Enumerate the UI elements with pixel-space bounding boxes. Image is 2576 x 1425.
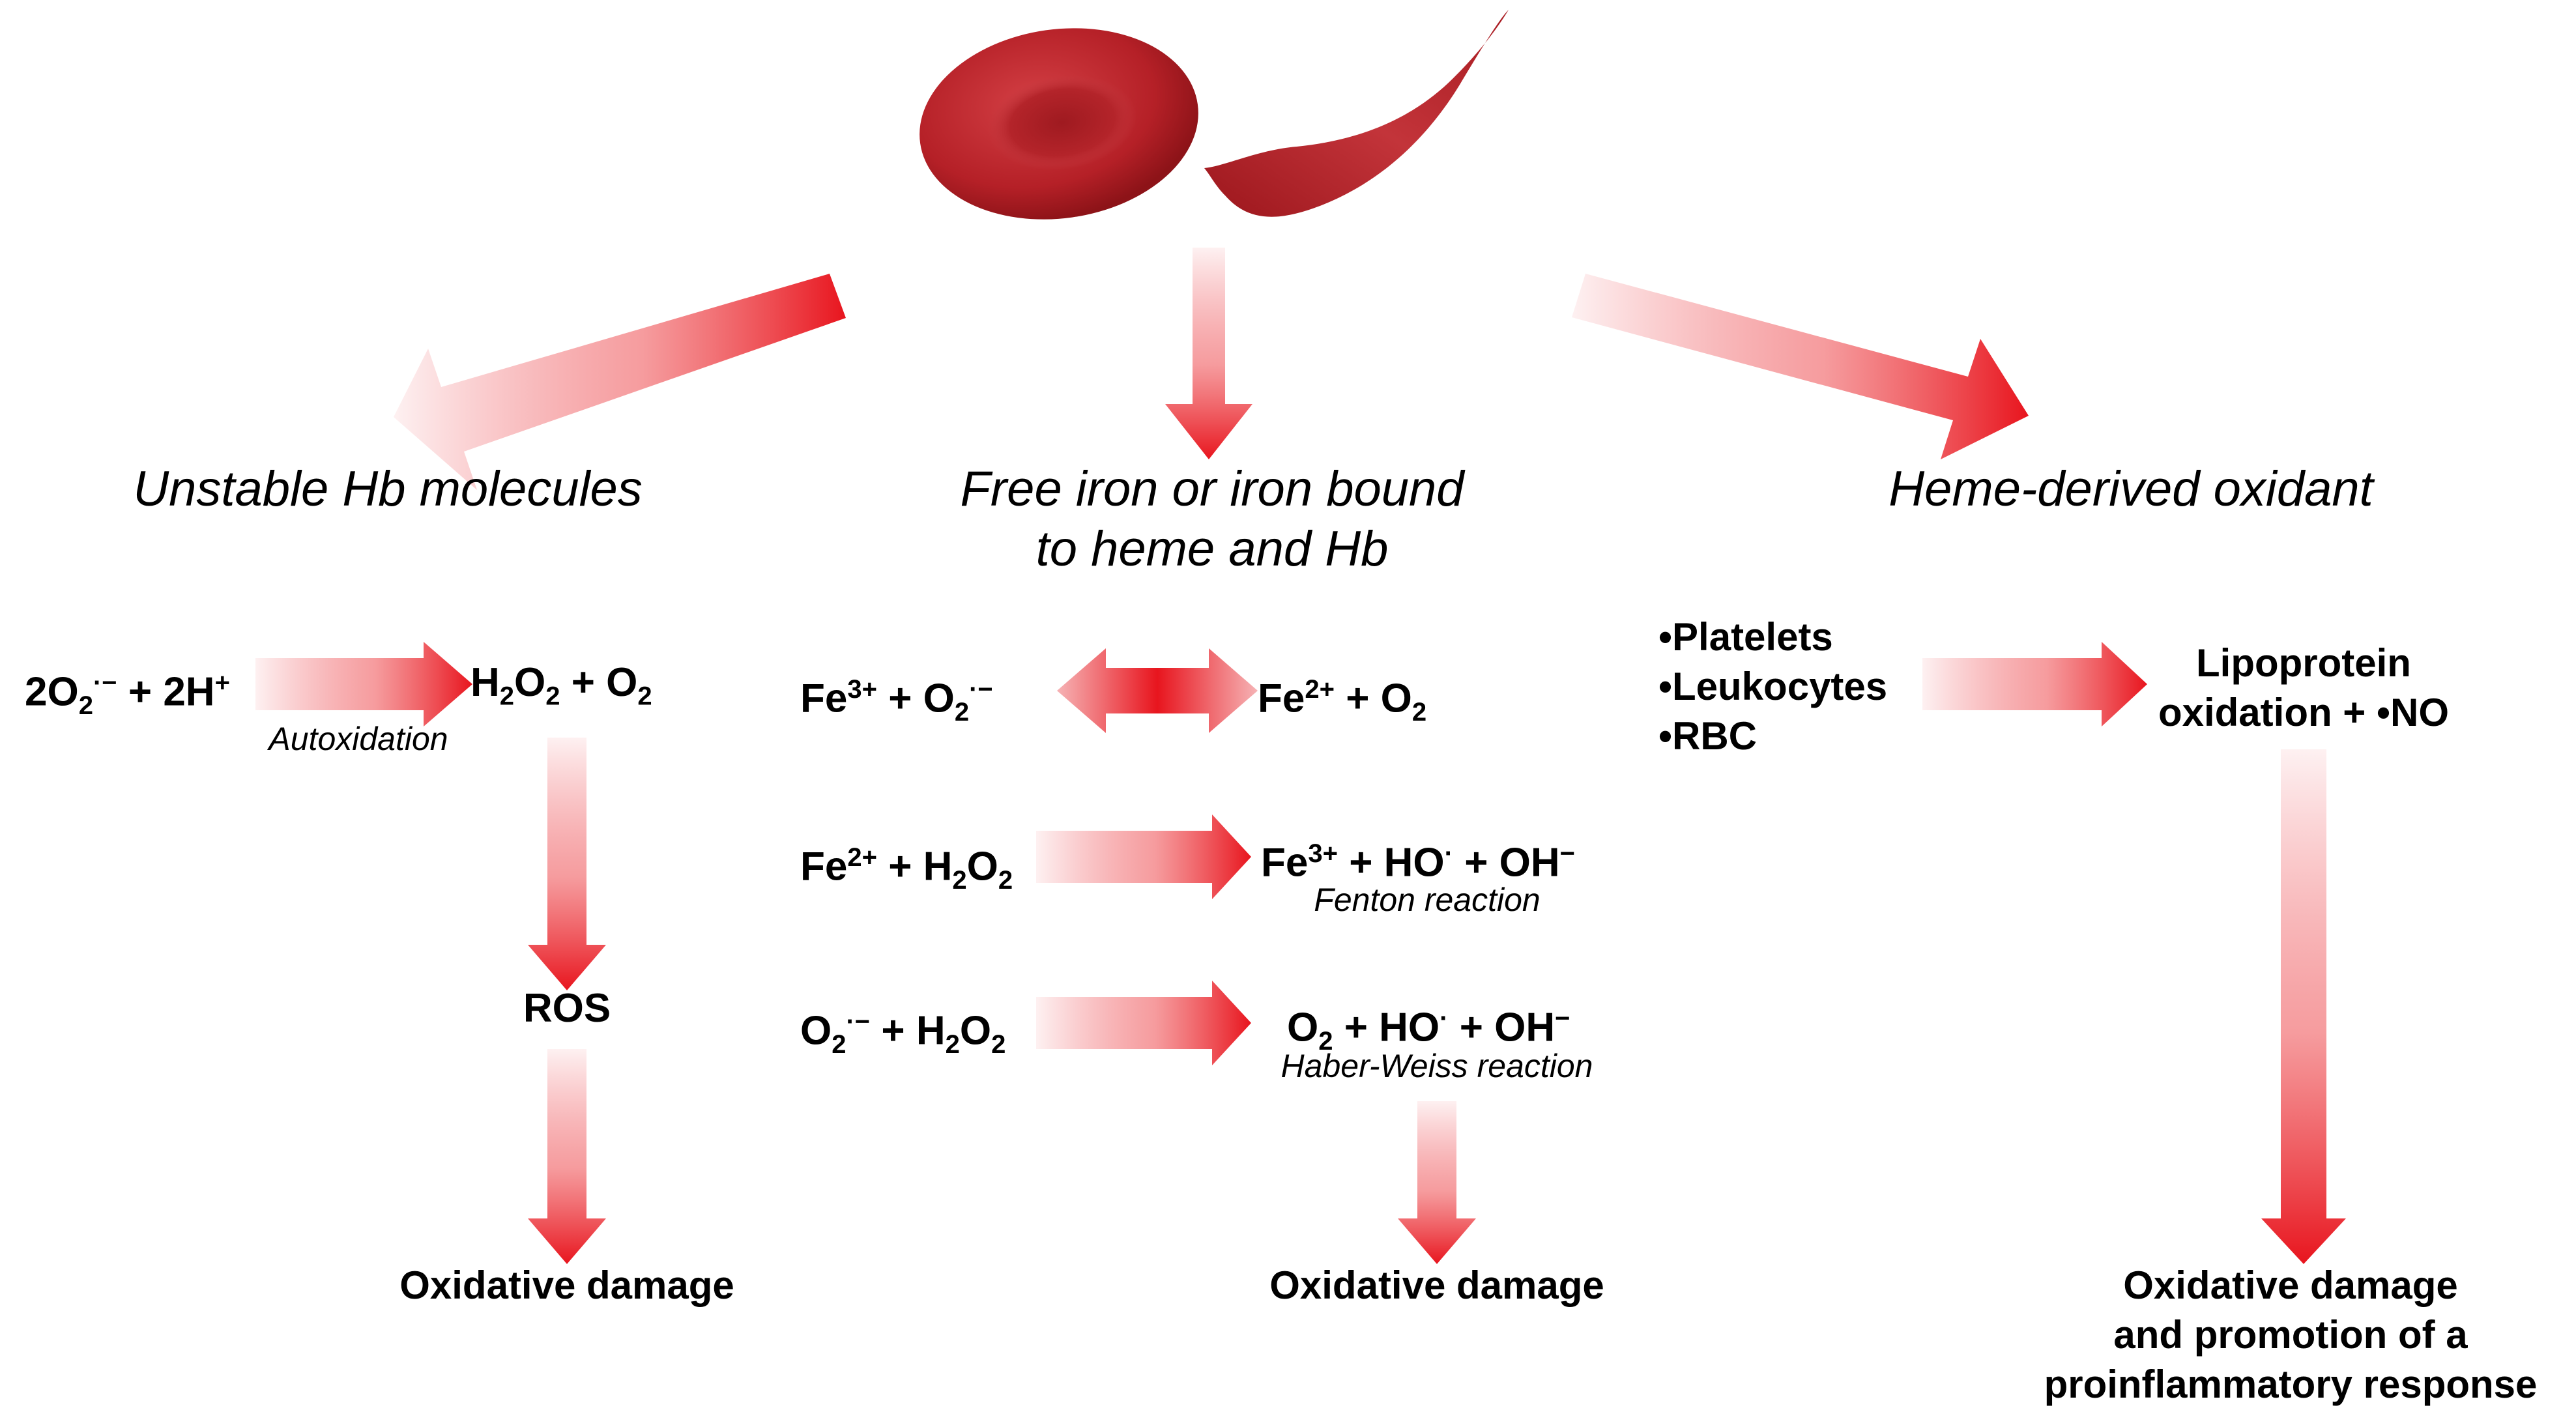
r2-right: Fe3+ + HO· + OH− xyxy=(1261,839,1575,885)
middle-outcome: Oxidative damage xyxy=(1269,1263,1604,1307)
sickle-rbc-icon xyxy=(1204,10,1509,217)
r3-left: O2·− + H2O2 xyxy=(800,1007,1006,1059)
heading-free-iron-line2: to heme and Hb xyxy=(1035,521,1389,577)
left-reactant: 2O2·− + 2H+ xyxy=(25,669,230,721)
arrow-ros-to-damage xyxy=(528,1049,606,1264)
arrow-fenton xyxy=(1036,814,1251,899)
arrow-top-left xyxy=(394,274,846,490)
right-outcome: Oxidative damage and promotion of a proi… xyxy=(2044,1263,2538,1406)
arrow-right-to-damage xyxy=(2261,749,2346,1264)
heading-free-iron: Free iron or iron bound to heme and Hb xyxy=(903,459,1522,579)
fenton-label: Fenton reaction xyxy=(1314,882,1541,918)
arrow-haber-weiss xyxy=(1036,981,1251,1065)
heading-unstable-hb: Unstable Hb molecules xyxy=(133,461,643,517)
heading-heme-oxidant: Heme-derived oxidant xyxy=(1889,461,2373,517)
heading-free-iron-line1: Free iron or iron bound xyxy=(960,461,1464,517)
left-product: H2O2 + O2 xyxy=(470,660,652,711)
r1-right: Fe2+ + O2 xyxy=(1258,675,1427,727)
haber-weiss-label: Haber-Weiss reaction xyxy=(1281,1048,1593,1084)
arrow-equilibrium xyxy=(1057,648,1258,733)
source-item: •RBC xyxy=(1658,714,1757,758)
arrow-autoxidation xyxy=(255,642,472,727)
left-outcome: Oxidative damage xyxy=(399,1263,734,1307)
source-item: •Platelets xyxy=(1658,615,1833,659)
normal-rbc-icon xyxy=(919,28,1198,220)
ros-label: ROS xyxy=(523,986,611,1031)
r1-left: Fe3+ + O2·− xyxy=(800,675,993,727)
arrow-to-ros xyxy=(528,738,606,990)
source-item: •Leukocytes xyxy=(1658,665,1888,708)
arrow-top-right xyxy=(1572,274,2029,459)
sources-list: •Platelets •Leukocytes •RBC xyxy=(1658,612,1887,761)
r2-left: Fe2+ + H2O2 xyxy=(800,843,1013,895)
r3-right: O2 + HO· + OH− xyxy=(1287,1004,1570,1056)
arrow-top-middle xyxy=(1165,248,1252,459)
arrow-sources-to-lipoprotein xyxy=(1922,642,2147,727)
lipoprotein-label: Lipoprotein oxidation + •NO xyxy=(2158,641,2450,734)
autoxidation-label: Autoxidation xyxy=(268,721,448,757)
arrow-middle-to-damage xyxy=(1398,1101,1476,1264)
